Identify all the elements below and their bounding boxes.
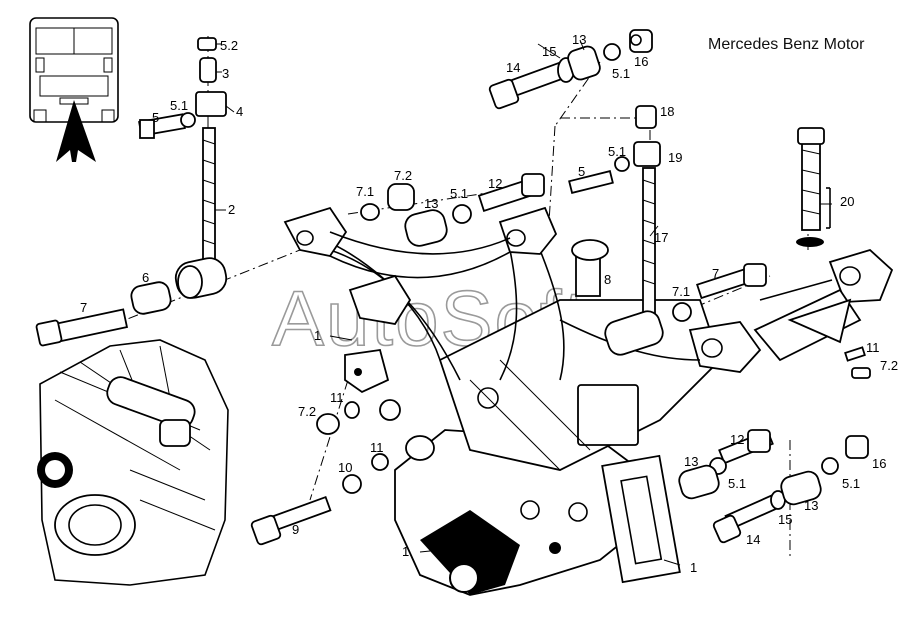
- callout-label: 10: [338, 460, 352, 475]
- callout-leaders: [215, 39, 832, 566]
- callout-label: 7.2: [880, 358, 898, 373]
- callout-label: 16: [634, 54, 648, 69]
- callout-label: 14: [506, 60, 520, 75]
- callout-label: 11: [866, 340, 880, 355]
- callout-label: 3: [222, 66, 229, 81]
- callout-label: 13: [572, 32, 586, 47]
- callout-label: 1: [402, 544, 409, 559]
- view-direction-arrow-icon: [56, 100, 96, 162]
- callout-label: 5: [152, 110, 159, 125]
- callout-label: 15: [778, 512, 792, 527]
- callout-label: 5.1: [608, 144, 626, 159]
- callout-label: 12: [488, 176, 502, 191]
- callout-labels: 5.2 3 4 5 5.1 2 6 7 1 7.1 7.2 13 5.1 12 …: [80, 32, 898, 575]
- callout-label: 5.2: [220, 38, 238, 53]
- engine-block-detail: [37, 339, 229, 586]
- callout-label: 7.2: [298, 404, 316, 419]
- callout-label: 5.1: [728, 476, 746, 491]
- callout-label: 7.1: [356, 184, 374, 199]
- callout-label: 11: [330, 390, 344, 405]
- callout-label: 1: [690, 560, 697, 575]
- callout-label: 12: [730, 432, 744, 447]
- callout-label: 7.1: [672, 284, 690, 299]
- callout-label: 5: [578, 164, 585, 179]
- callout-label: 19: [668, 150, 682, 165]
- callout-label: 13: [684, 454, 698, 469]
- callout-label: 13: [424, 196, 438, 211]
- callout-label: 2: [228, 202, 235, 217]
- lower-bolt-group: [250, 346, 871, 546]
- callout-label: 14: [746, 532, 760, 547]
- callout-label: 6: [142, 270, 149, 285]
- callout-label: 7: [712, 266, 719, 281]
- callout-label: 8: [604, 272, 611, 287]
- callout-label: 5.1: [450, 186, 468, 201]
- callout-label: 18: [660, 104, 674, 119]
- adjusting-rod-assembly: [35, 37, 228, 347]
- callout-label: 9: [292, 522, 299, 537]
- engine-mount-bracket: [299, 229, 722, 596]
- callout-label: 15: [542, 44, 556, 59]
- callout-label: 16: [872, 456, 886, 471]
- middle-bolt-group: [360, 105, 831, 356]
- callout-label: 17: [654, 230, 668, 245]
- callout-label: 13: [804, 498, 818, 513]
- page-title: Mercedes Benz Motor: [708, 36, 865, 53]
- upper-bolt-group: [488, 29, 653, 110]
- callout-label: 1: [314, 328, 321, 343]
- callout-label: 5.1: [612, 66, 630, 81]
- upper-control-arm: [283, 206, 894, 394]
- callout-label: 20: [840, 194, 854, 209]
- callout-label: 5.1: [842, 476, 860, 491]
- callout-label: 7.2: [394, 168, 412, 183]
- callout-label: 7: [80, 300, 87, 315]
- callout-label: 11: [370, 440, 384, 455]
- callout-label: 4: [236, 104, 243, 119]
- callout-label: 5.1: [170, 98, 188, 113]
